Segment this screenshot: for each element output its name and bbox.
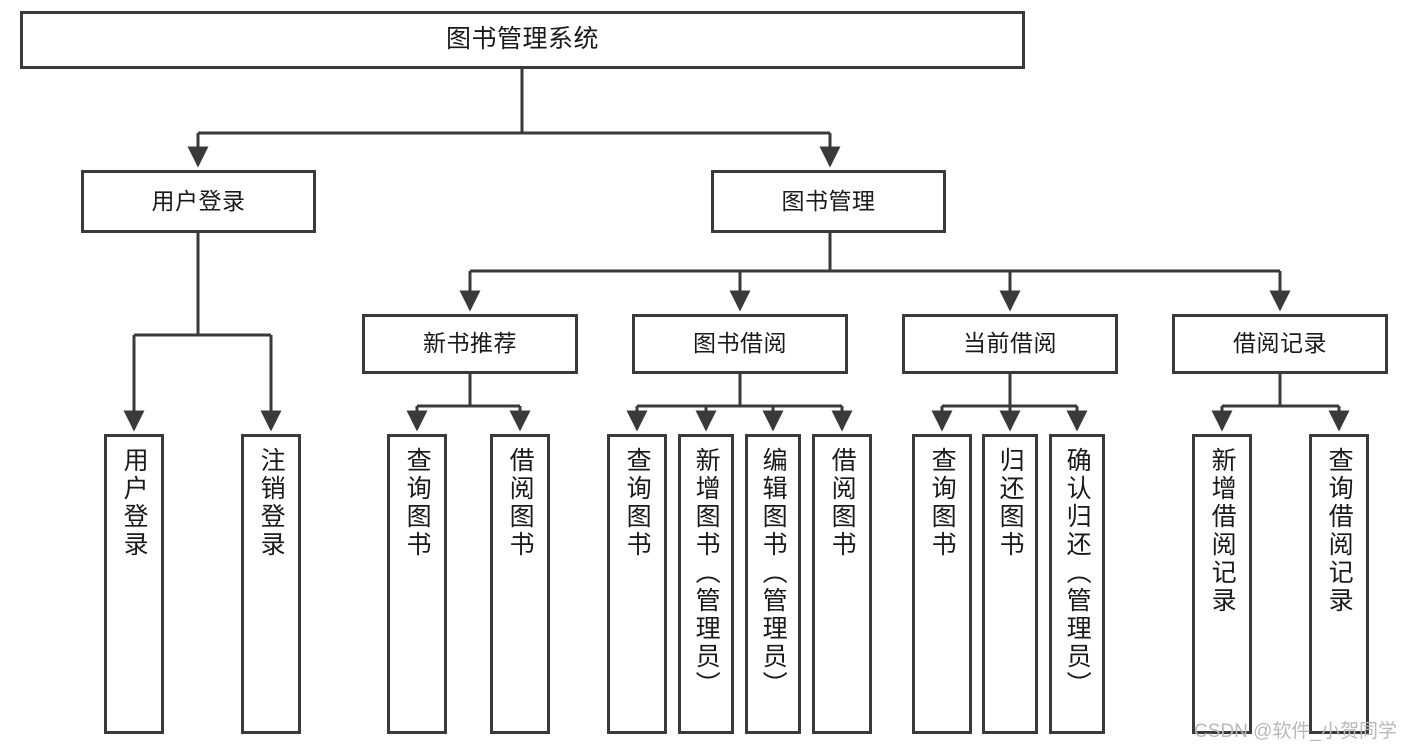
node-book-borrow[interactable]: 图书借阅 — [632, 314, 848, 374]
node-leaf-user-logout-label: 注销登录 — [257, 447, 286, 559]
node-leaf-query-record-label: 查询借阅记录 — [1325, 447, 1354, 615]
node-leaf-query-book-1-label: 查询图书 — [403, 447, 432, 559]
node-leaf-borrow-book-1[interactable]: 借阅图书 — [490, 434, 550, 734]
node-leaf-query-book-1[interactable]: 查询图书 — [387, 434, 447, 734]
node-leaf-user-login-label: 用户登录 — [120, 447, 149, 559]
node-user-login-label: 用户登录 — [151, 187, 246, 214]
node-leaf-add-book-label: 新增图书（管理员） — [692, 447, 721, 699]
node-leaf-edit-book-label: 编辑图书（管理员） — [759, 447, 788, 699]
node-user-login[interactable]: 用户登录 — [81, 170, 316, 233]
node-book-management[interactable]: 图书管理 — [711, 170, 946, 233]
node-book-management-label: 图书管理 — [781, 187, 876, 214]
node-leaf-user-login[interactable]: 用户登录 — [104, 434, 164, 734]
node-root-label: 图书管理系统 — [445, 25, 599, 54]
node-leaf-add-book[interactable]: 新增图书（管理员） — [678, 434, 734, 734]
node-leaf-add-record[interactable]: 新增借阅记录 — [1192, 434, 1252, 734]
node-borrow-record-label: 借阅记录 — [1233, 330, 1327, 357]
node-leaf-query-book-3-label: 查询图书 — [928, 447, 957, 559]
node-current-borrow[interactable]: 当前借阅 — [902, 314, 1118, 374]
node-leaf-add-record-label: 新增借阅记录 — [1208, 447, 1237, 615]
node-leaf-user-logout[interactable]: 注销登录 — [241, 434, 301, 734]
watermark-text: CSDN @软件_小贺同学 — [1194, 721, 1397, 742]
node-leaf-return-book-label: 归还图书 — [996, 447, 1025, 559]
node-leaf-query-book-2[interactable]: 查询图书 — [607, 434, 667, 734]
node-leaf-return-book[interactable]: 归还图书 — [982, 434, 1038, 734]
node-leaf-query-book-3[interactable]: 查询图书 — [912, 434, 972, 734]
node-book-borrow-label: 图书借阅 — [693, 330, 787, 357]
node-leaf-borrow-book-1-label: 借阅图书 — [506, 447, 535, 559]
node-leaf-query-record[interactable]: 查询借阅记录 — [1309, 434, 1369, 734]
node-leaf-borrow-book-2-label: 借阅图书 — [828, 447, 857, 559]
node-leaf-borrow-book-2[interactable]: 借阅图书 — [812, 434, 872, 734]
node-leaf-query-book-2-label: 查询图书 — [623, 447, 652, 559]
node-borrow-record[interactable]: 借阅记录 — [1172, 314, 1388, 374]
node-new-book-recommend-label: 新书推荐 — [423, 330, 517, 357]
node-leaf-edit-book[interactable]: 编辑图书（管理员） — [745, 434, 801, 734]
node-leaf-confirm-return-label: 确认归还（管理员） — [1063, 447, 1092, 699]
node-new-book-recommend[interactable]: 新书推荐 — [362, 314, 578, 374]
node-current-borrow-label: 当前借阅 — [963, 330, 1057, 357]
node-root[interactable]: 图书管理系统 — [20, 11, 1025, 69]
node-leaf-confirm-return[interactable]: 确认归还（管理员） — [1049, 434, 1105, 734]
